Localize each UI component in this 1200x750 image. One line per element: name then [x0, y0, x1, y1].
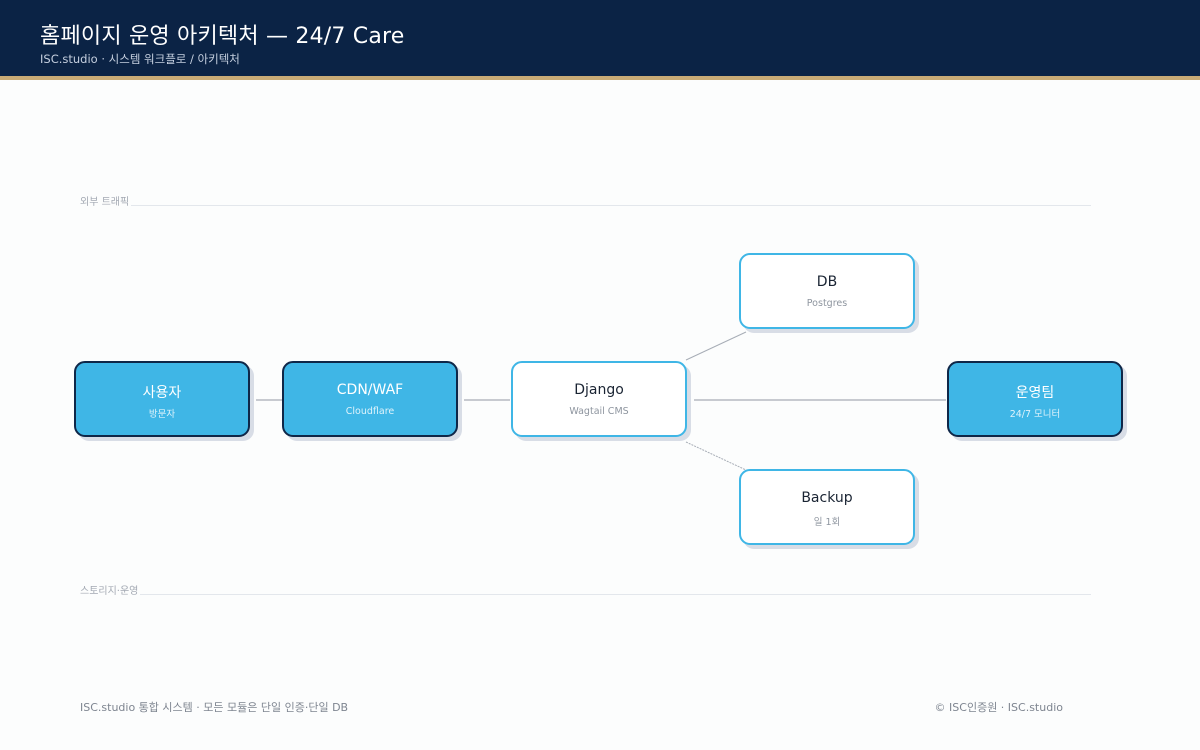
node-ops-sub: 24/7 모니터: [1009, 409, 1061, 420]
node-user: 사용자 방문자: [74, 361, 250, 437]
node-backup: Backup 일 1회: [739, 469, 915, 545]
node-cdn-title: CDN/WAF: [336, 382, 404, 398]
node-django: Django Wagtail CMS: [511, 361, 687, 437]
page-subtitle: ISC.studio · 시스템 워크플로 / 아키텍처: [40, 52, 240, 66]
header-bar: 홈페이지 운영 아키텍처 — 24/7 Care ISC.studio · 시스…: [0, 0, 1200, 76]
node-cdn: CDN/WAF Cloudflare: [282, 361, 458, 437]
connector-django-db: [685, 331, 747, 361]
zone-divider-storage: [80, 594, 1091, 595]
connector-django-backup: [685, 441, 747, 471]
node-django-title: Django: [574, 382, 624, 398]
node-backup-sub: 일 1회: [813, 517, 841, 528]
zone-label-storage: 스토리지·운영: [80, 582, 141, 597]
node-cdn-sub: Cloudflare: [345, 406, 395, 417]
node-db-title: DB: [816, 274, 838, 290]
node-django-sub: Wagtail CMS: [569, 406, 629, 417]
footer-copyright: © ISC인증원 · ISC.studio: [934, 701, 1063, 714]
zone-divider-external: [80, 205, 1091, 206]
footer-note: ISC.studio 통합 시스템 · 모든 모듈은 단일 인증·단일 DB: [80, 701, 349, 714]
node-user-sub: 방문자: [148, 409, 176, 420]
node-user-title: 사용자: [142, 385, 182, 401]
header-accent-rule: [0, 76, 1200, 80]
node-ops: 운영팀 24/7 모니터: [947, 361, 1123, 437]
zone-label-external: 외부 트래픽: [80, 193, 132, 208]
node-backup-title: Backup: [801, 490, 853, 506]
node-ops-title: 운영팀: [1015, 385, 1055, 401]
node-db-sub: Postgres: [806, 298, 848, 309]
node-db: DB Postgres: [739, 253, 915, 329]
page-title: 홈페이지 운영 아키텍처 — 24/7 Care: [40, 24, 405, 49]
